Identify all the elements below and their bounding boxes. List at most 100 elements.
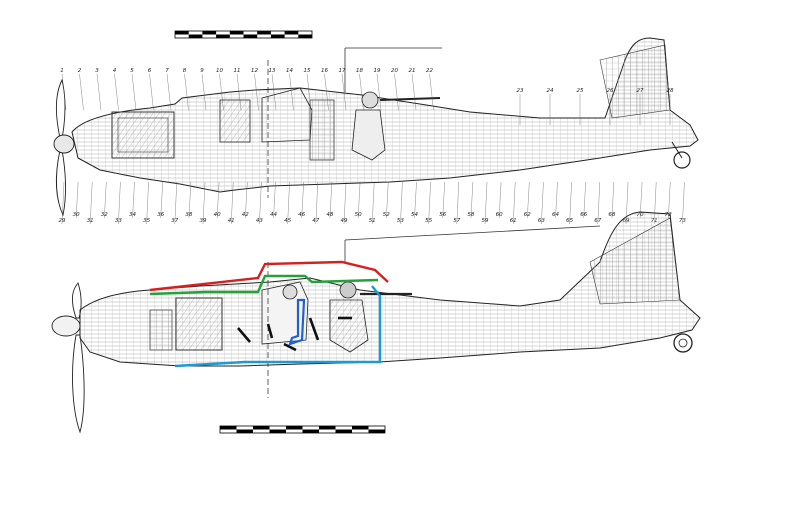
- callout-number: 41: [228, 218, 235, 224]
- callout-number: 62: [524, 212, 531, 218]
- callout-number: 29: [59, 218, 66, 224]
- callout-number: 58: [467, 212, 474, 218]
- scale-segment: [335, 429, 352, 433]
- callout-number: 32: [101, 212, 108, 218]
- callout-number: 48: [326, 212, 333, 218]
- callout-number: 40: [214, 212, 221, 218]
- scale-segment: [220, 426, 237, 430]
- callout-number: 59: [482, 218, 489, 224]
- callout-number: 16: [321, 68, 328, 74]
- callout-number: 14: [286, 68, 293, 74]
- callout-number: 63: [538, 218, 545, 224]
- callout-number: 65: [566, 218, 573, 224]
- scale-segment: [270, 34, 285, 38]
- callout-number: 57: [453, 218, 460, 224]
- callout-number: 10: [216, 68, 223, 74]
- callout-number: 68: [608, 212, 615, 218]
- armor-outline-blue: [174, 285, 382, 368]
- callout-number: 66: [580, 212, 587, 218]
- canopy-outline-red: [149, 260, 389, 292]
- callout-number: 36: [157, 212, 164, 218]
- callout-number: 18: [356, 68, 363, 74]
- scale-segment: [284, 31, 299, 35]
- callout-number: 8: [183, 68, 187, 74]
- callout-number: 4: [113, 68, 117, 74]
- scale-segment: [298, 34, 312, 38]
- scale-segment: [269, 429, 286, 433]
- callout-number: 60: [496, 212, 503, 218]
- callout-number: 52: [383, 212, 390, 218]
- callout-number: 23: [517, 88, 524, 94]
- scale-segment: [216, 34, 230, 38]
- callout-number: 42: [242, 212, 249, 218]
- callout-number: 21: [409, 68, 416, 74]
- fuselage-lower: [79, 211, 701, 367]
- scale-segment: [202, 31, 217, 35]
- callout-number: 26: [607, 88, 614, 94]
- callout-number: 31: [87, 218, 94, 224]
- callout-number: 33: [115, 218, 122, 224]
- callout-number: 61: [510, 218, 517, 224]
- scale-segment: [175, 31, 189, 35]
- fuselage-upper: [71, 37, 699, 193]
- callout-number: 37: [171, 218, 178, 224]
- callout-number: 27: [637, 88, 644, 94]
- scale-segment: [253, 426, 270, 430]
- callout-number: 3: [95, 68, 99, 74]
- callout-number: 17: [339, 68, 346, 74]
- callout-number: 2: [78, 68, 82, 74]
- callout-number: 7: [165, 68, 169, 74]
- scale-bar-bottom: [219, 425, 386, 434]
- callout-number: 43: [256, 218, 263, 224]
- callout-number: 11: [234, 68, 241, 74]
- callout-number: 39: [200, 218, 207, 224]
- callout-number: 20: [391, 68, 398, 74]
- callout-number: 46: [298, 212, 305, 218]
- lower-aircraft-view: [51, 211, 701, 434]
- scale-segment: [257, 31, 271, 35]
- callout-number: 24: [547, 88, 554, 94]
- scale-segment: [368, 429, 385, 433]
- callout-number: 5: [130, 68, 134, 74]
- scale-segment: [352, 426, 369, 430]
- callout-number: 54: [411, 212, 418, 218]
- callout-number: 12: [251, 68, 258, 74]
- callout-number: 15: [304, 68, 311, 74]
- callout-number: 13: [269, 68, 276, 74]
- callout-number: 34: [129, 212, 136, 218]
- scale-bar-top: [174, 30, 313, 39]
- scale-segment: [286, 426, 303, 430]
- callout-number: 55: [425, 218, 432, 224]
- callout-number: 9: [200, 68, 204, 74]
- callout-number: 45: [284, 218, 291, 224]
- scale-segment: [188, 34, 203, 38]
- propeller-lower: [51, 282, 85, 434]
- pilot-seat-outline: [288, 298, 306, 346]
- callout-number: 47: [312, 218, 319, 224]
- scale-segment: [302, 429, 319, 433]
- callout-number: 67: [594, 218, 601, 224]
- callout-number: 53: [397, 218, 404, 224]
- callout-number: 28: [667, 88, 674, 94]
- scale-segment: [319, 426, 336, 430]
- callout-number: 50: [355, 212, 362, 218]
- scale-segment: [243, 34, 258, 38]
- callout-number: 6: [148, 68, 152, 74]
- callout-number: 56: [439, 212, 446, 218]
- callout-number: 22: [426, 68, 433, 74]
- callout-number: 1: [60, 68, 64, 74]
- propeller-upper: [53, 78, 75, 217]
- scale-segment: [229, 31, 244, 35]
- callout-number: 44: [270, 212, 277, 218]
- scale-segment: [236, 429, 253, 433]
- callout-number: 25: [577, 88, 584, 94]
- callout-number: 19: [374, 68, 381, 74]
- callout-number: 49: [341, 218, 348, 224]
- callout-number: 38: [185, 212, 192, 218]
- armor-plates-black: [237, 316, 352, 352]
- callout-number: 73: [679, 218, 686, 224]
- callout-number: 35: [143, 218, 150, 224]
- callout-number: 64: [552, 212, 559, 218]
